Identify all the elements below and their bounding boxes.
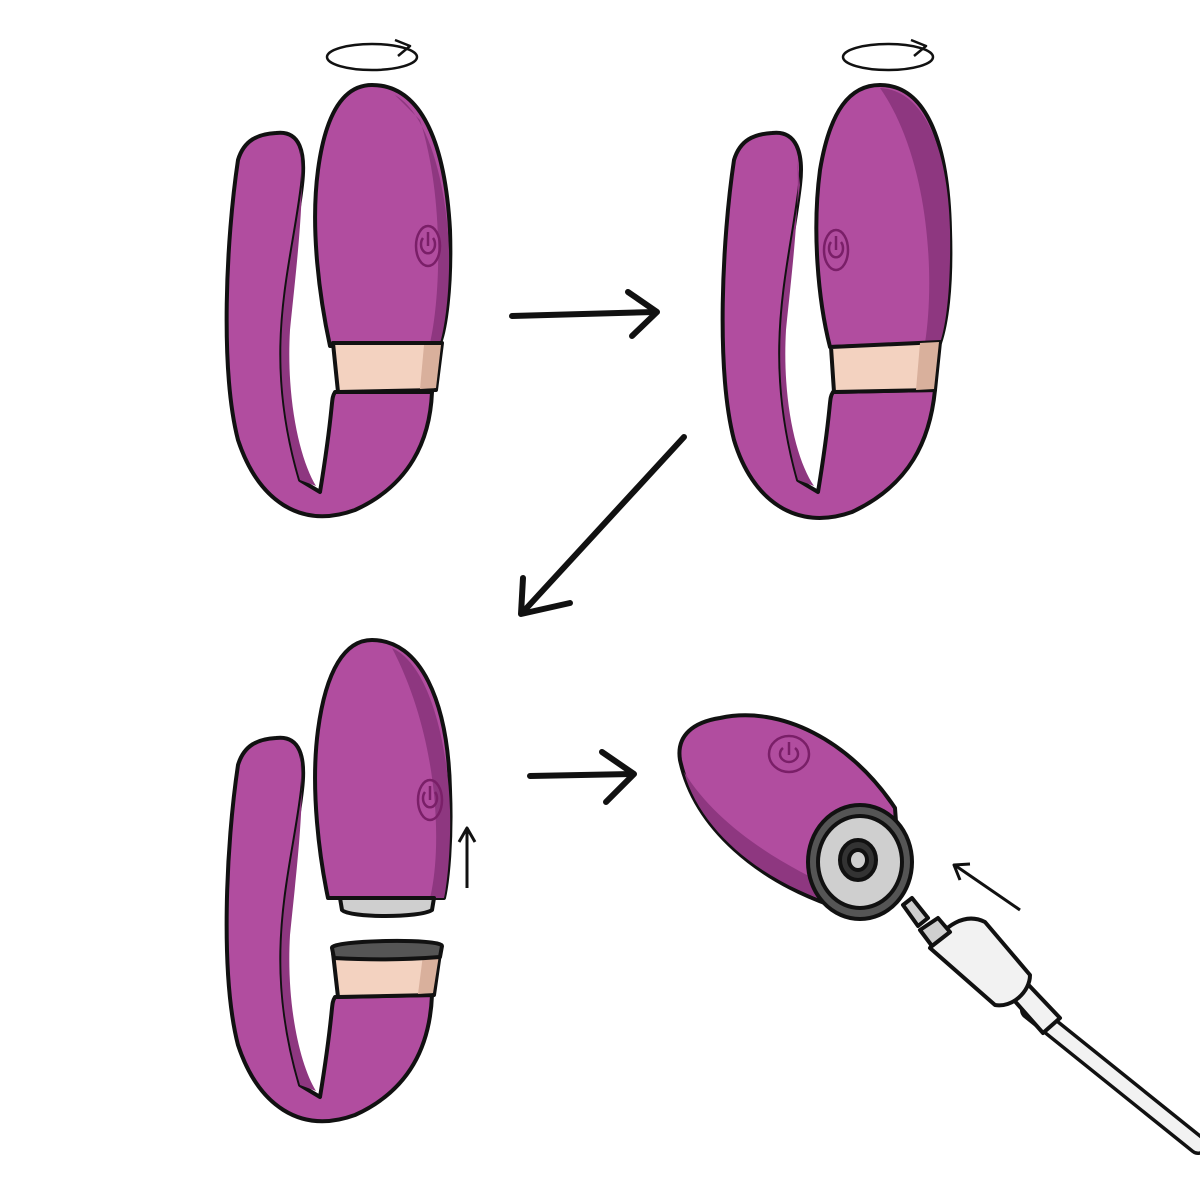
power-icon — [416, 778, 444, 822]
power-icon — [822, 228, 850, 272]
pod — [313, 83, 453, 348]
arrow-icon — [509, 289, 660, 339]
rotate-icon — [325, 38, 419, 72]
cup-rim — [329, 938, 444, 962]
step-4-device — [677, 713, 1200, 1155]
rotate-icon — [841, 38, 935, 72]
jack-collar — [918, 916, 952, 948]
power-icon — [414, 224, 442, 268]
arrow-icon — [457, 826, 477, 888]
arrow-icon — [518, 434, 687, 617]
step-3-device — [224, 638, 477, 1124]
pod — [313, 638, 453, 900]
band-shade — [916, 342, 939, 390]
arrow-icon — [527, 749, 637, 805]
pod-shade — [392, 648, 451, 898]
band-shade — [420, 345, 441, 389]
step-2-device — [720, 38, 953, 520]
band-shade — [418, 955, 439, 994]
arm-shade — [281, 150, 316, 486]
arm-shade — [281, 755, 316, 1091]
arm-shade — [780, 150, 814, 486]
power-icon — [767, 734, 811, 774]
step-1-device — [224, 38, 453, 519]
pod-shade — [880, 88, 951, 343]
band — [829, 340, 942, 394]
charging-cable — [901, 896, 1200, 1155]
band — [331, 341, 444, 394]
pod-metal-end — [338, 896, 436, 918]
flow-arrows — [509, 289, 687, 805]
arrow-icon — [952, 862, 1021, 912]
jack-pin — [901, 896, 930, 928]
charging-port — [806, 803, 914, 921]
pod-shade — [395, 95, 450, 343]
